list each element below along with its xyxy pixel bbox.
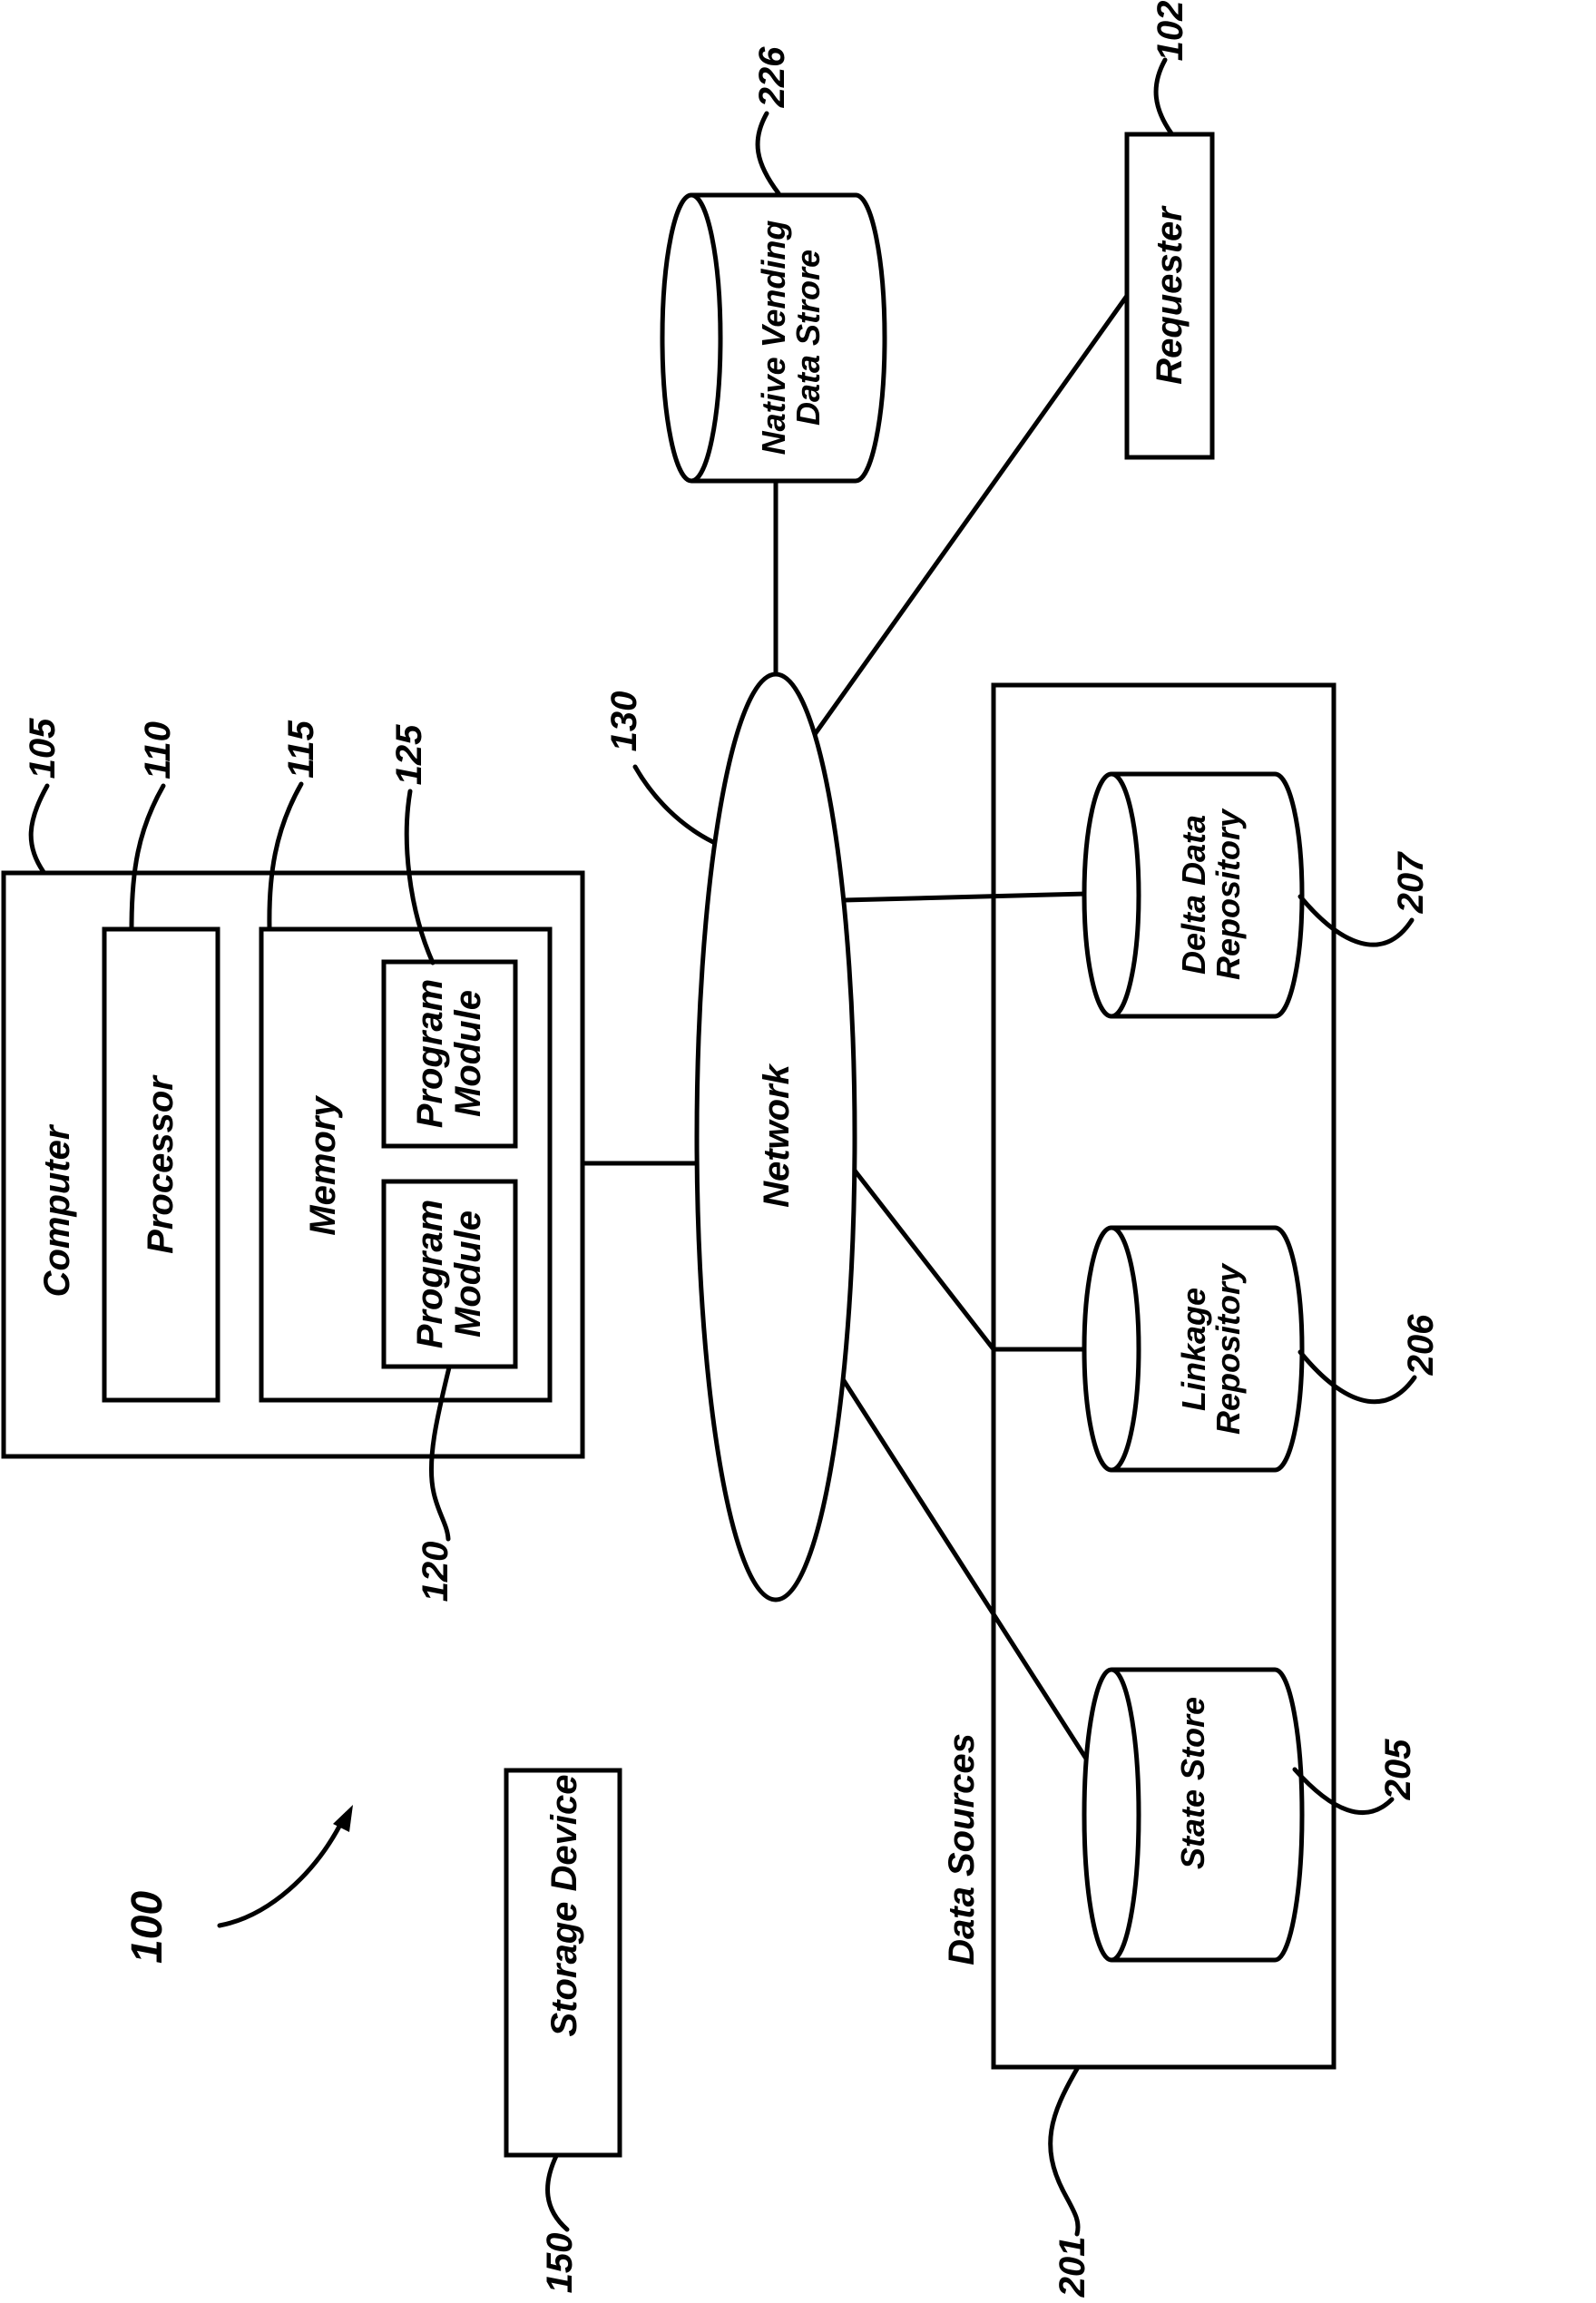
leader-205 [1292, 1767, 1395, 1816]
delta-repository-label: Delta Data Repository [1175, 808, 1247, 981]
leader-110 [129, 783, 166, 931]
leader-105 [28, 783, 50, 875]
native-vending-cylinder-body [691, 192, 887, 484]
ref-130: 130 [604, 691, 644, 752]
leader-226 [755, 111, 781, 196]
ref-207: 207 [1391, 852, 1431, 914]
computer-label: Computer [37, 1125, 77, 1298]
native-vending-cylinder-cap [660, 192, 723, 484]
program-module-1-line2: Module [448, 990, 488, 1117]
leader-206 [1297, 1349, 1417, 1405]
state-store-cylinder-cap [1082, 1667, 1141, 1963]
program-module-2-label: Program Module [410, 1199, 488, 1349]
program-module-2-line1: Program [410, 1199, 450, 1349]
linkage-repository-line2: Repository [1209, 1263, 1247, 1436]
ref-105: 105 [23, 718, 63, 779]
program-module-1-box [381, 959, 518, 1149]
leader-201 [1048, 2066, 1081, 2237]
line-network-requester [810, 294, 1130, 739]
storage-device-box [504, 1768, 622, 2158]
processor-box [102, 926, 220, 1403]
leader-207 [1297, 894, 1415, 947]
leader-102 [1153, 57, 1174, 136]
ref-102: 102 [1150, 0, 1190, 62]
native-vending-line2: Data Strore [789, 249, 827, 426]
data-sources-label: Data Sources [942, 1733, 982, 1965]
ref-120: 120 [416, 1541, 455, 1602]
line-network-delta [843, 891, 1087, 903]
leader-150 [545, 2153, 570, 2232]
linkage-repository-line1: Linkage [1175, 1287, 1213, 1412]
delta-repository-line2: Repository [1209, 808, 1247, 981]
ref-115: 115 [281, 720, 321, 779]
leader-120 [428, 1365, 452, 1542]
ref-100-arrowhead [333, 1805, 353, 1832]
linkage-repository-cylinder-body [1111, 1225, 1305, 1473]
line-network-linkage [853, 1169, 1086, 1352]
ref-150: 150 [540, 2232, 580, 2294]
ref-100-arrow-shaft [217, 1815, 347, 1928]
processor-label: Processor [141, 1076, 181, 1254]
network-label: Network [757, 1064, 797, 1208]
program-module-2-line2: Module [448, 1210, 488, 1338]
network-ellipse [694, 671, 857, 1602]
ref-201: 201 [1053, 2236, 1092, 2298]
program-module-1-label: Program Module [410, 978, 488, 1129]
linkage-repository-cylinder-cap [1082, 1225, 1141, 1473]
storage-device-label: Storage Device [544, 1774, 584, 2037]
linkage-repository-label: Linkage Repository [1175, 1263, 1247, 1436]
ref-110: 110 [138, 721, 178, 779]
ref-206: 206 [1401, 1314, 1441, 1376]
line-network-statestore [840, 1377, 1089, 1760]
state-store-cylinder-body [1111, 1667, 1305, 1963]
memory-label: Memory [303, 1096, 343, 1236]
native-vending-label: Native Vending Data Strore [755, 220, 827, 456]
leader-125 [404, 789, 436, 965]
delta-repository-line1: Delta Data [1175, 814, 1213, 975]
leader-115 [267, 781, 304, 931]
state-store-label: State Store [1174, 1696, 1212, 1870]
leader-130 [632, 764, 716, 845]
ref-205: 205 [1378, 1739, 1418, 1800]
requester-label: Requester [1150, 207, 1190, 385]
native-vending-line1: Native Vending [755, 220, 793, 456]
memory-box [259, 926, 553, 1403]
data-sources-box [991, 682, 1337, 2070]
delta-repository-cylinder-cap [1082, 771, 1141, 1019]
ref-100: 100 [122, 1890, 171, 1965]
ref-226: 226 [752, 46, 792, 108]
ref-125: 125 [389, 724, 429, 786]
computer-box [1, 870, 585, 1459]
program-module-1-line1: Program [410, 978, 450, 1129]
